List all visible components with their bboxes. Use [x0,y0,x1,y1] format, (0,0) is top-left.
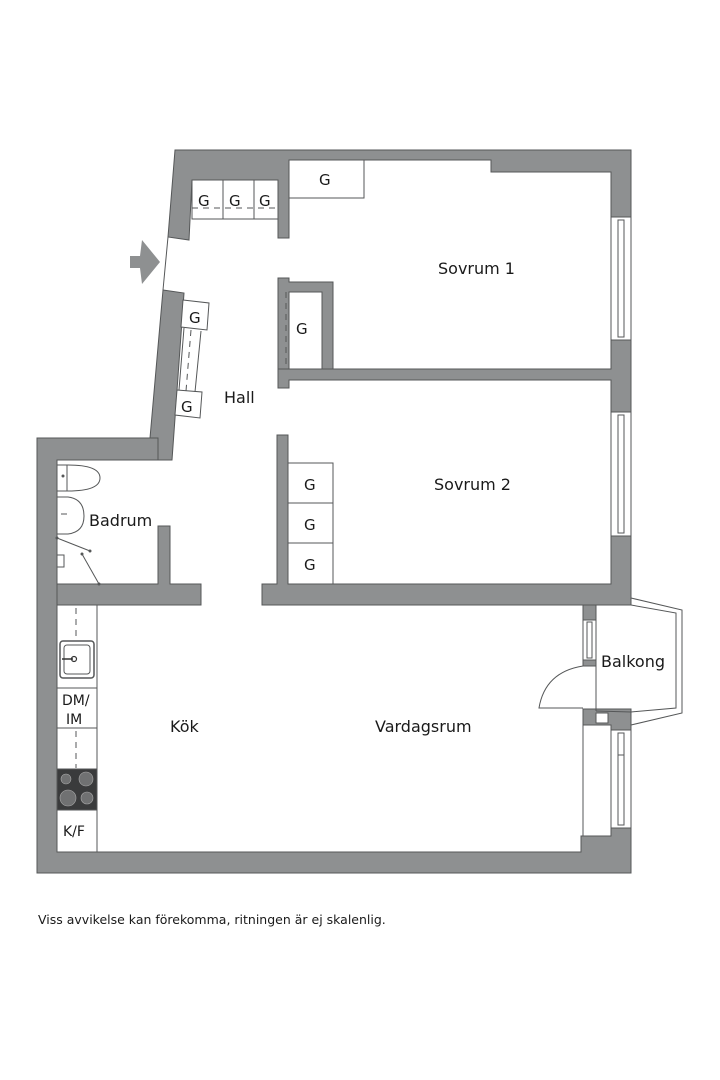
room-labels: Sovrum 1 Sovrum 2 Hall Kök Vardagsrum Ba… [170,259,665,736]
disclaimer-text: Viss avvikelse kan förekomma, ritningen … [38,912,386,927]
storage-label: G [229,192,241,210]
storage-label: G [198,192,210,210]
balcony [538,597,683,726]
storage-box [287,462,334,504]
room-label-sovrum1: Sovrum 1 [438,259,515,278]
room-label-vardagsrum: Vardagsrum [375,717,472,736]
wall-left-outer [36,437,632,874]
wall-balcony-lower [582,659,597,667]
storage-label: G [304,556,316,574]
window-vardagsrum [610,729,632,829]
shower-icon [55,536,101,586]
room-label-kok: Kök [170,717,199,736]
storage-box [174,389,203,419]
storage-box [191,179,224,220]
storage-box [287,502,334,544]
wall-badrum-lower [56,525,202,606]
stove-icon [56,768,98,811]
fridge-freezer-label: K/F [63,824,85,840]
storage-box [288,291,323,370]
storage-box [253,179,279,220]
storage-label: G [259,192,271,210]
room-label-balkong: Balkong [601,652,665,671]
storage-label: G [296,320,308,338]
room-label-sovrum2: Sovrum 2 [434,475,511,494]
storage-box [287,542,334,585]
entrance-arrow-icon [130,240,160,284]
niche-vardagsrum [582,724,612,837]
balcony-door-swing [538,665,584,709]
storage-box [288,159,365,199]
storage-label: G [304,516,316,534]
storage-box [180,299,210,331]
dishwasher-label-2: IM [66,712,82,728]
storage-label: G [319,171,331,189]
wall-balcony-upper [582,604,597,621]
window-balcony-door-side [582,619,597,661]
washbasin-icon [56,496,85,535]
window-sovrum2 [610,411,632,537]
storage-label: G [304,476,316,494]
entrance [130,236,169,291]
walls [36,149,632,874]
room-label-badrum: Badrum [89,511,152,530]
windows [582,216,632,837]
vent-balcony [595,712,609,724]
dishwasher-label: DM/ [62,693,90,709]
toilet-icon [56,464,101,492]
sink-icon [59,640,95,679]
room-label-hall: Hall [224,388,255,407]
window-sovrum1 [610,216,632,341]
wall-right-mid [277,339,632,413]
storage-label: G [189,309,201,327]
wall-left-entrance [149,289,185,461]
storage-units: G G G G G G G G G G [174,159,365,585]
kitchen-counter: DM/ IM K/F [56,604,98,853]
bathroom-fixtures: Badrum [55,464,152,586]
storage-label: G [181,398,193,416]
